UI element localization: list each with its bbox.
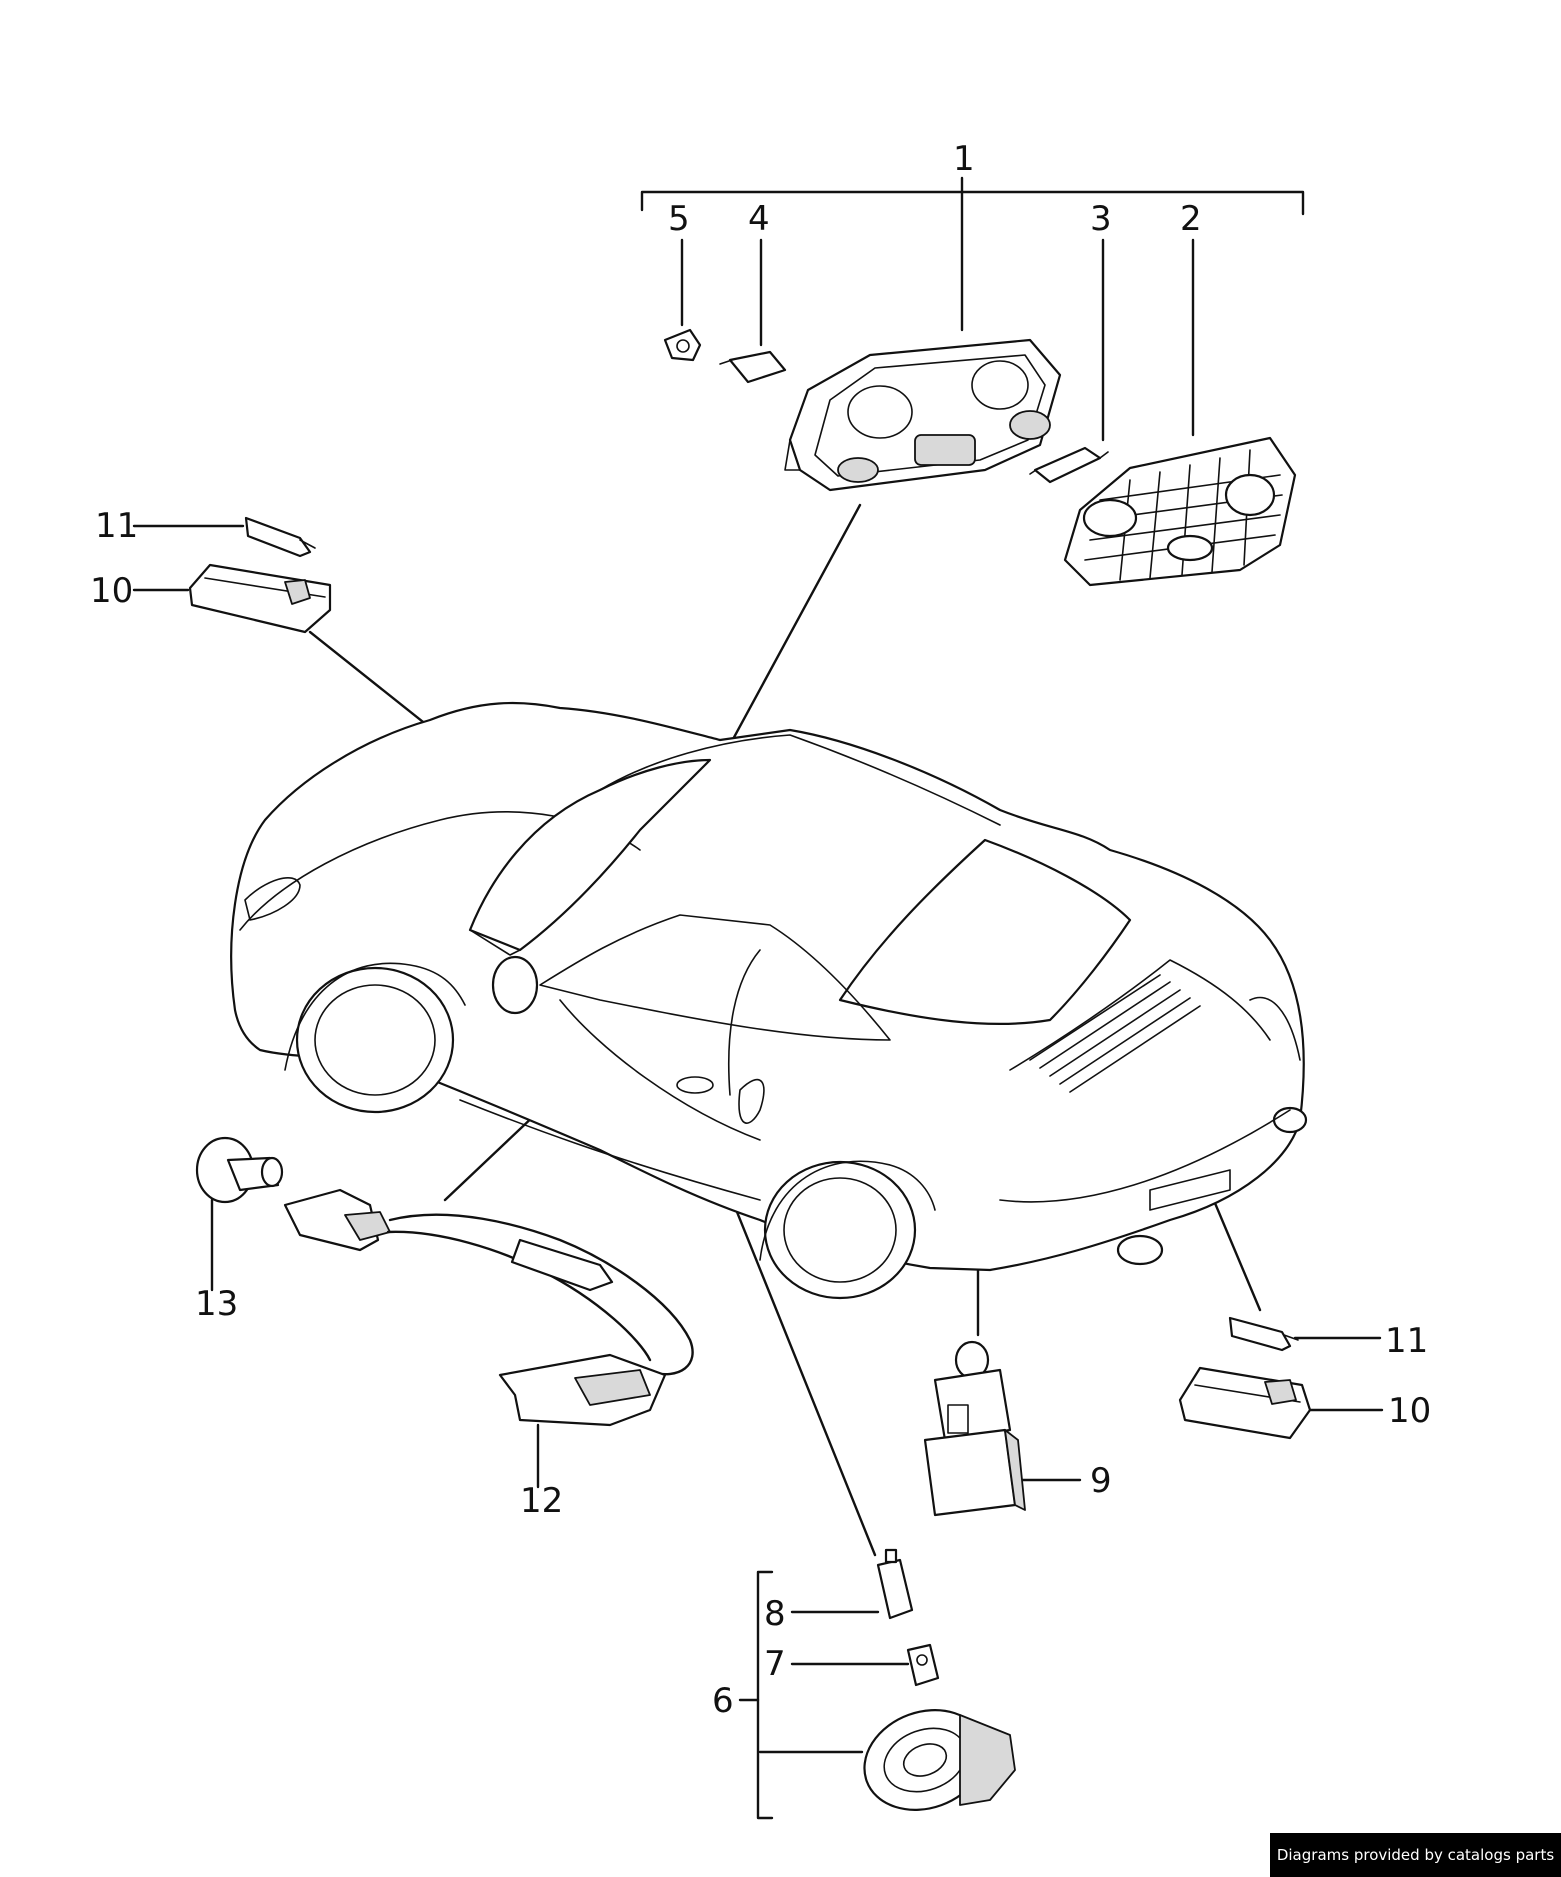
festoon-bulb-11-right [1228, 1316, 1299, 1352]
engine-vents [1029, 974, 1201, 1093]
callout-12: 12 [520, 1481, 563, 1521]
switch-8 [876, 1548, 914, 1620]
car-body [230, 701, 1308, 1300]
callout-2: 2 [1180, 199, 1202, 239]
callout-9: 9 [1090, 1461, 1112, 1501]
courtesy-lamp-10-left [188, 563, 332, 634]
footer-credit: Diagrams provided by catalogs parts [1270, 1833, 1561, 1877]
callout-11-right: 11 [1385, 1321, 1428, 1361]
callout-1: 1 [953, 139, 975, 179]
callout-10-right: 10 [1388, 1391, 1431, 1431]
callout-7: 7 [764, 1644, 786, 1684]
callout-13: 13 [195, 1284, 238, 1324]
door-contact-switch-9 [923, 1340, 1026, 1517]
callout-11-left: 11 [95, 506, 138, 546]
callout-8: 8 [764, 1594, 786, 1634]
wedge-bulb-4 [719, 350, 787, 384]
festoon-bulb-11-left [244, 516, 316, 558]
console-lens-cover [1063, 436, 1297, 587]
callout-4: 4 [748, 199, 770, 239]
callout-5: 5 [668, 199, 690, 239]
roof-console-housing [784, 338, 1062, 492]
festoon-bulb-3 [1029, 446, 1109, 484]
lamp-unit-6 [863, 1709, 1016, 1811]
callout-10-left: 10 [90, 571, 133, 611]
courtesy-lamp-10-right [1178, 1366, 1312, 1440]
plug-13 [195, 1136, 284, 1204]
callout-6: 6 [712, 1681, 734, 1721]
bulb-7 [906, 1643, 940, 1687]
harness-lamp-12 [283, 1188, 694, 1427]
bulb-socket-5 [663, 328, 702, 362]
callout-3: 3 [1090, 199, 1112, 239]
